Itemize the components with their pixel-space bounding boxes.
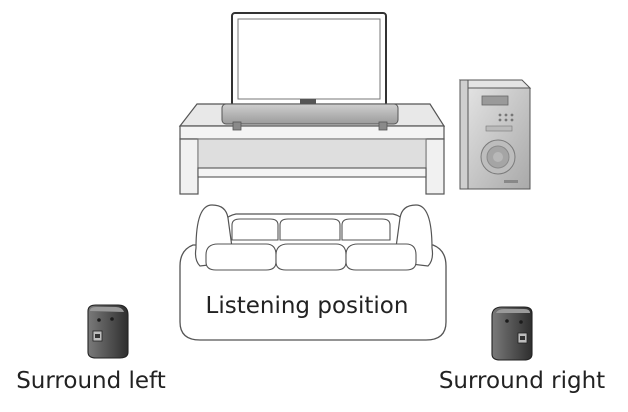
subwoofer-top bbox=[458, 79, 532, 89]
subwoofer-button bbox=[498, 118, 502, 122]
subwoofer bbox=[458, 79, 532, 190]
surround-left-top-face bbox=[90, 307, 124, 312]
sound-bar bbox=[221, 103, 399, 131]
surround-left-screw bbox=[97, 318, 101, 322]
surround-left-body bbox=[87, 304, 129, 359]
subwoofer-side bbox=[459, 79, 469, 190]
surround-left-label: Surround left bbox=[16, 368, 166, 394]
rack-right-leg bbox=[425, 138, 445, 195]
surround-right-body bbox=[491, 306, 533, 361]
tv-screen bbox=[237, 18, 381, 100]
surround-right-screw bbox=[505, 319, 509, 323]
surround-right-speaker bbox=[491, 306, 533, 361]
rack-shelf bbox=[197, 167, 427, 178]
subwoofer-button bbox=[510, 118, 514, 122]
sofa-back-cushion-middle bbox=[279, 218, 341, 241]
subwoofer-driver-cap bbox=[493, 152, 503, 162]
subwoofer-button bbox=[504, 113, 508, 117]
sound-bar-foot-left bbox=[232, 121, 242, 131]
sofa-back-cushion-right bbox=[341, 218, 391, 241]
sofa-seat-cushion-middle bbox=[275, 243, 347, 271]
subwoofer-button bbox=[498, 113, 502, 117]
surround-right-label: Surround right bbox=[439, 368, 605, 394]
rack-back-panel bbox=[197, 138, 427, 173]
subwoofer-display bbox=[481, 95, 509, 106]
sofa bbox=[179, 204, 447, 341]
listening-position-label: Listening position bbox=[206, 293, 409, 319]
sofa-seat-cushion-right bbox=[345, 243, 417, 271]
sofa-seat-cushion-left bbox=[205, 243, 277, 271]
surround-left-terminal-jack bbox=[95, 334, 100, 338]
subwoofer-button bbox=[504, 118, 508, 122]
surround-right-screw bbox=[519, 320, 523, 324]
rack-left-leg bbox=[179, 138, 199, 195]
subwoofer-slot bbox=[485, 125, 513, 132]
rack-front-edge bbox=[179, 125, 445, 140]
sound-bar-body bbox=[221, 103, 399, 125]
surround-left-speaker bbox=[87, 304, 129, 359]
surround-left-screw bbox=[110, 317, 114, 321]
sofa-back-cushion-left bbox=[231, 218, 279, 241]
subwoofer-logo bbox=[504, 180, 518, 183]
sound-bar-foot-right bbox=[378, 121, 388, 131]
surround-right-terminal-jack bbox=[520, 336, 525, 340]
tv-stand bbox=[300, 99, 316, 104]
tv-monitor bbox=[231, 12, 387, 107]
surround-right-top-face bbox=[496, 309, 530, 313]
subwoofer-button bbox=[510, 113, 514, 117]
